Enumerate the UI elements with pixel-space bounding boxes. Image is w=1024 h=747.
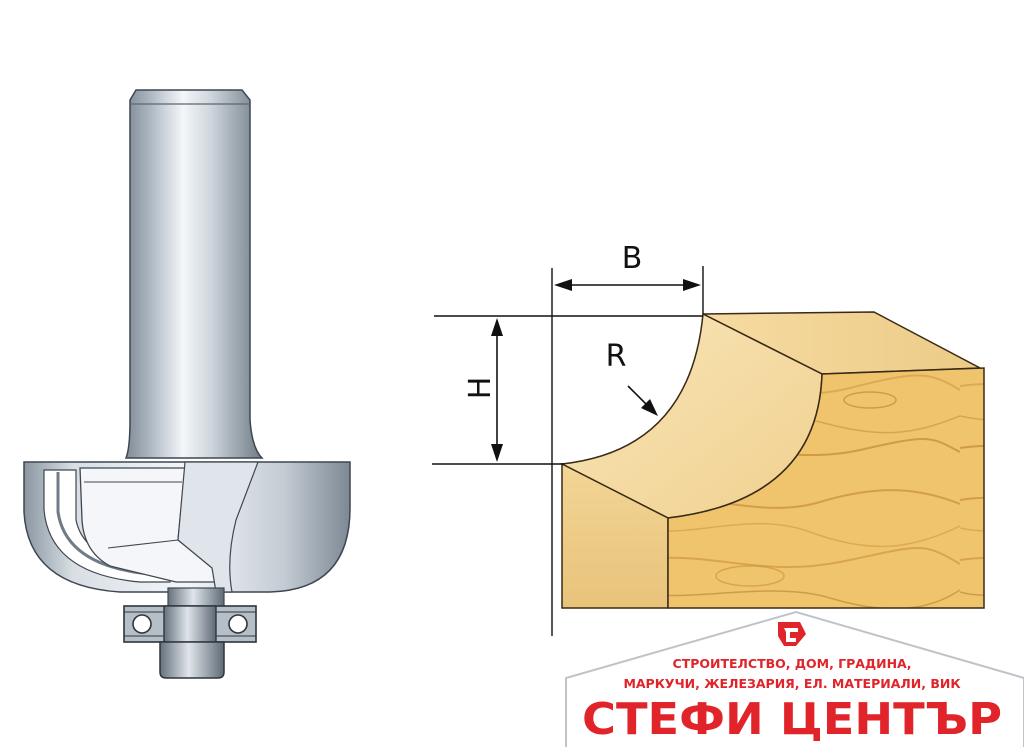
h-arrow-bottom <box>491 444 503 462</box>
r-arrow <box>641 399 658 416</box>
router-bit <box>23 89 351 679</box>
bit-shank <box>124 89 264 459</box>
wood-front-face <box>667 367 985 609</box>
bit-neck <box>167 587 225 609</box>
label-b: B <box>622 241 643 276</box>
logo-house-outline <box>565 610 1024 747</box>
b-arrow-right <box>683 279 701 291</box>
dimensions <box>432 266 704 636</box>
logo-tagline-2: МАРКУЧИ, ЖЕЛЕЗАРИЯ, ЕЛ. МАТЕРИАЛИ, ВИК <box>623 676 961 691</box>
store-logo: СТРОИТЕЛСТВО, ДОМ, ГРАДИНА, МАРКУЧИ, ЖЕЛ… <box>565 610 1024 747</box>
bearing-ball-left <box>132 614 152 634</box>
plate-line-2 <box>107 539 179 549</box>
label-h: H <box>463 377 498 400</box>
label-r: R <box>606 339 627 374</box>
b-arrow-left <box>554 279 572 291</box>
bit-pilot <box>159 641 225 679</box>
h-arrow-top <box>491 318 503 336</box>
wood-profile <box>559 311 985 609</box>
bit-bearing <box>123 605 257 643</box>
bearing-ball-right <box>228 614 248 634</box>
logo-emblem-icon <box>778 622 806 646</box>
logo-tagline-1: СТРОИТЕЛСТВО, ДОМ, ГРАДИНА, <box>673 656 912 671</box>
logo-name: СТЕФИ ЦЕНТЪР <box>582 694 1002 745</box>
